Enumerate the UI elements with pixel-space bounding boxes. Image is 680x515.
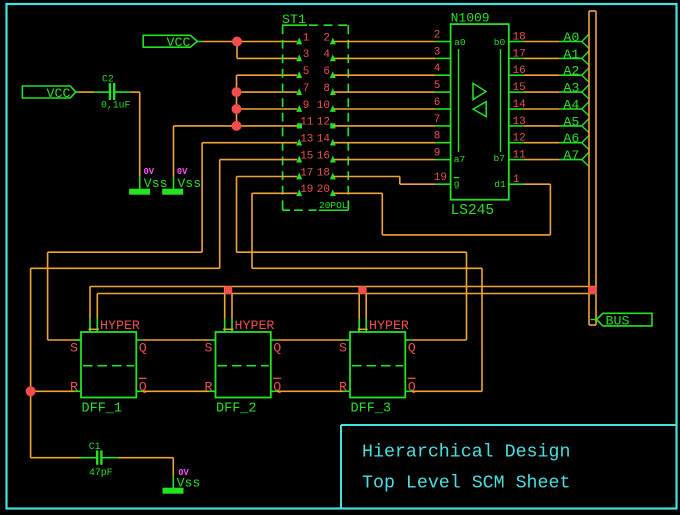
svg-text:13: 13 [513,116,526,128]
svg-text:2: 2 [323,32,330,44]
svg-text:6: 6 [434,97,441,109]
svg-text:6: 6 [323,66,330,78]
svg-text:S: S [205,341,213,356]
svg-text:a0: a0 [454,37,466,48]
svg-text:A7: A7 [563,148,579,163]
svg-text:19: 19 [434,172,447,184]
svg-text:9: 9 [303,100,310,112]
svg-text:DFF_3: DFF_3 [351,402,392,417]
svg-text:A1: A1 [563,47,579,62]
svg-text:DFF_2: DFF_2 [216,402,257,417]
svg-text:14: 14 [513,99,527,111]
svg-text:Q: Q [408,341,416,356]
svg-text:20: 20 [317,184,330,196]
svg-text:7: 7 [303,83,310,95]
svg-text:2: 2 [434,30,441,42]
svg-text:A6: A6 [563,131,579,146]
svg-text:8: 8 [434,131,441,143]
svg-text:16: 16 [317,150,330,162]
svg-text:8: 8 [323,83,330,95]
svg-text:13: 13 [300,134,313,146]
svg-text:Vss: Vss [144,176,168,191]
svg-text:0V: 0V [178,468,189,478]
svg-text:5: 5 [303,66,310,78]
svg-text:1: 1 [513,174,520,186]
svg-text:R: R [339,380,347,395]
svg-text:0V: 0V [177,167,188,177]
svg-text:12: 12 [317,117,330,129]
svg-text:A5: A5 [563,114,579,129]
svg-text:C2: C2 [102,74,114,85]
svg-text:15: 15 [300,150,313,162]
svg-text:17: 17 [300,167,313,179]
svg-text:a7: a7 [454,154,466,165]
svg-text:HYPER: HYPER [235,318,275,333]
svg-text:ST1: ST1 [282,12,306,27]
svg-text:16: 16 [513,65,526,77]
svg-text:Vss: Vss [177,176,201,191]
svg-text:7: 7 [434,114,441,126]
svg-text:47pF: 47pF [89,467,113,478]
svg-text:11: 11 [300,117,314,129]
svg-text:1: 1 [303,32,310,44]
svg-text:17: 17 [513,48,526,60]
svg-text:5: 5 [434,80,441,92]
svg-text:19: 19 [300,184,313,196]
svg-text:A2: A2 [563,64,579,79]
svg-text:10: 10 [317,100,330,112]
svg-text:R: R [70,380,78,395]
svg-text:HYPER: HYPER [100,318,140,333]
svg-text:A4: A4 [563,97,579,112]
svg-text:b7: b7 [494,153,506,164]
svg-text:DFF_1: DFF_1 [82,402,123,417]
svg-text:Q: Q [139,380,147,395]
svg-text:20POL: 20POL [319,200,348,211]
svg-text:S: S [70,341,78,356]
svg-text:Q: Q [139,341,147,356]
svg-text:A0: A0 [563,30,579,45]
svg-text:VCC: VCC [47,86,71,101]
svg-text:15: 15 [513,82,526,94]
svg-text:S: S [339,341,347,356]
svg-text:0V: 0V [144,167,155,177]
svg-text:0,1uF: 0,1uF [101,100,131,111]
svg-text:18: 18 [317,167,330,179]
svg-text:12: 12 [513,133,526,145]
svg-text:BUS: BUS [606,314,630,329]
svg-text:11: 11 [513,150,527,162]
svg-text:HYPER: HYPER [369,318,409,333]
svg-text:VCC: VCC [167,35,191,50]
svg-text:4: 4 [434,63,441,75]
svg-text:Q: Q [273,341,281,356]
svg-text:4: 4 [323,49,330,61]
svg-text:Hierarchical Design: Hierarchical Design [362,443,570,463]
svg-text:N1009: N1009 [451,10,490,25]
svg-text:C1: C1 [89,441,101,452]
svg-text:LS245: LS245 [451,203,495,219]
svg-text:3: 3 [303,49,310,61]
svg-text:b0: b0 [494,37,506,48]
svg-text:Vss: Vss [177,476,201,491]
svg-text:9: 9 [434,148,441,160]
svg-text:3: 3 [434,46,441,58]
svg-text:g: g [454,179,460,190]
svg-text:A3: A3 [563,81,579,96]
svg-text:14: 14 [317,134,331,146]
svg-text:18: 18 [513,32,526,44]
svg-text:Top Level SCM Sheet: Top Level SCM Sheet [362,474,570,494]
svg-text:Q: Q [408,380,416,395]
svg-text:Q: Q [273,380,281,395]
svg-text:R: R [205,380,213,395]
svg-text:d1: d1 [494,179,506,190]
